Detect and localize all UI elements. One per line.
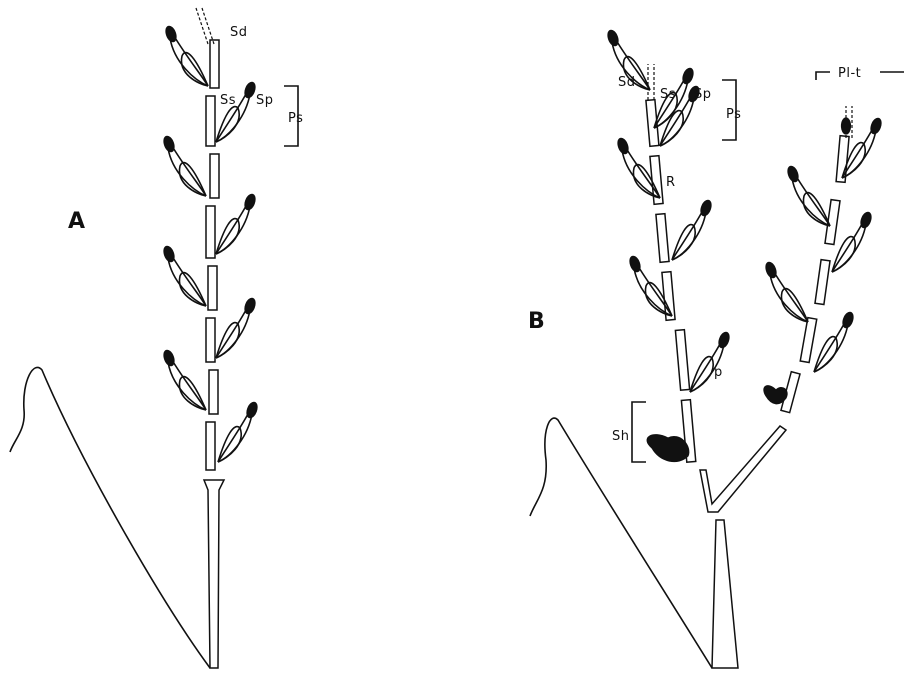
- label-ss-a: Ss: [220, 93, 236, 108]
- label-r: R: [666, 175, 676, 190]
- label-ss-b: Ss: [660, 87, 676, 102]
- panel-a-letter: A: [68, 209, 85, 234]
- label-p: p: [714, 365, 723, 380]
- panel-b-shoot: [647, 435, 689, 462]
- panel-b-main-rachis: [646, 64, 696, 462]
- panel-a-flag-leaf: [10, 367, 210, 668]
- panel-b-tiller-shoot: [764, 386, 787, 404]
- panel-b-tiller-spikelets: [764, 117, 883, 372]
- label-ps-a: Ps: [288, 111, 303, 126]
- label-sh: Sh: [612, 429, 630, 444]
- panel-b-letter: B: [528, 309, 545, 334]
- bracket-sh: [632, 402, 646, 462]
- label-sp-b: Sp: [694, 87, 712, 102]
- panel-a: A Sd Ss S: [10, 8, 303, 668]
- panel-a-peduncle: [204, 480, 224, 668]
- panel-b: B: [528, 29, 904, 668]
- label-pl-t: Pl-t: [838, 66, 861, 81]
- label-ps-b: Ps: [726, 107, 741, 122]
- label-sd-b: Sd: [618, 75, 636, 90]
- label-sd-a: Sd: [230, 25, 248, 40]
- panel-b-culm: [712, 520, 738, 668]
- label-sp-a: Sp: [256, 93, 274, 108]
- panel-b-tiller-base: [700, 426, 786, 512]
